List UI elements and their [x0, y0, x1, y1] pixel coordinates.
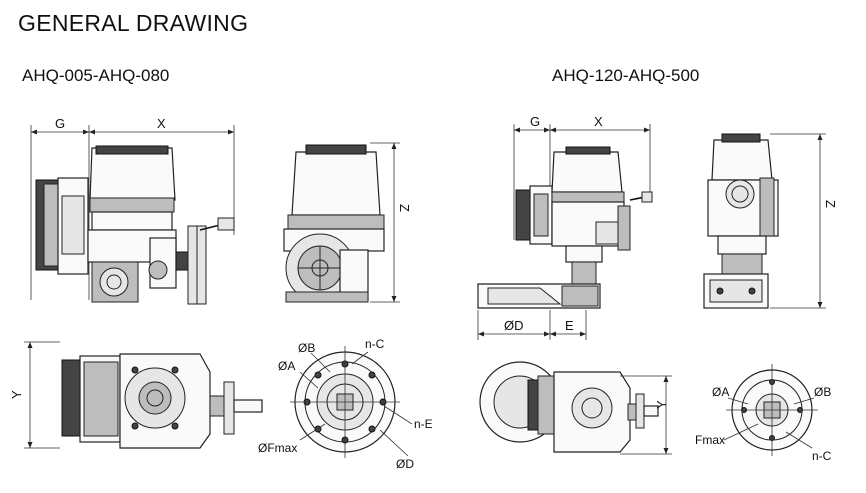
left-side-view: Z [283, 142, 412, 303]
flange-fmax-left-label: ØFmax [258, 441, 297, 455]
flange-a-right-label: ØA [712, 385, 729, 399]
flange-ne-left-label: n-E [414, 417, 433, 431]
page-title: GENERAL DRAWING [18, 10, 249, 36]
dim-g-left: G [55, 116, 65, 131]
right-front-view: G X ØD E [477, 114, 653, 340]
model-range-right: AHQ-120-AHQ-500 [552, 66, 700, 85]
flange-nc-right-label: n-C [812, 449, 832, 463]
right-flange-view: ØA ØB Fmax n-C [695, 364, 832, 463]
dim-e-right: E [565, 318, 574, 333]
left-bottom-view: Y [9, 341, 263, 449]
dim-z-right: Z [823, 200, 838, 208]
dim-g-right: G [530, 114, 540, 129]
dim-x-right: X [594, 114, 603, 129]
flange-d-left-label: ØD [396, 457, 414, 471]
dim-d-right: ØD [504, 318, 524, 333]
left-front-view: G X [30, 116, 235, 305]
flange-nc-left-label: n-C [365, 337, 385, 351]
left-flange-view: ØB n-C ØA n-E ØFmax ØD [258, 337, 433, 471]
dim-z-left: Z [397, 204, 412, 212]
flange-b-right-label: ØB [814, 385, 831, 399]
right-side-view: Z [703, 133, 838, 309]
dim-y-right: Y [654, 400, 669, 409]
dim-y-left: Y [9, 390, 24, 399]
dim-x-left: X [157, 116, 166, 131]
flange-b-left-label: ØB [298, 341, 315, 355]
model-range-left: AHQ-005-AHQ-080 [22, 66, 170, 85]
flange-fmax-right-label: Fmax [695, 433, 725, 447]
right-bottom-view: Y [479, 361, 672, 455]
flange-a-left-label: ØA [278, 359, 295, 373]
